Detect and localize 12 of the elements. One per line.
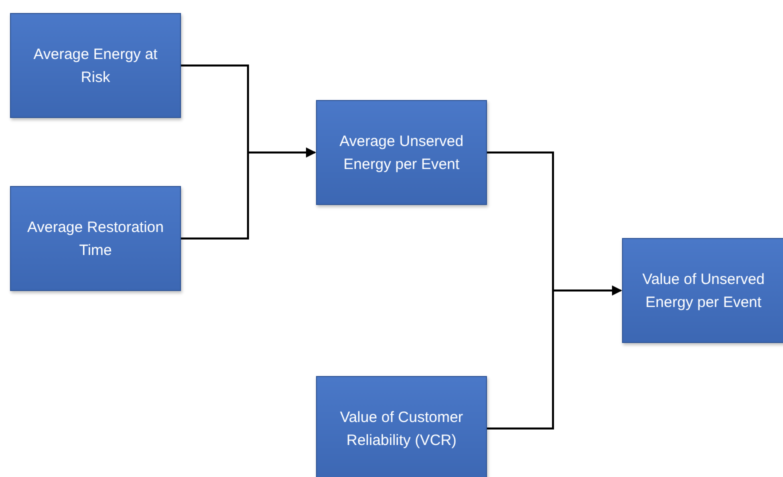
box-label: Average Energy at Risk [32,44,158,88]
process-box [316,100,487,205]
process-box [10,186,181,291]
box-label: Average Unserved Energy per Event [338,132,464,174]
box-label: Value of Customer Reliability (VCR) [338,408,464,450]
process-box [622,238,783,343]
box-label: Value of Unserved Energy per Event [641,270,766,312]
connector-arrow [181,148,316,240]
process-box [10,13,181,118]
connector-arrow [487,286,622,430]
box-label: Average Restoration Time [26,218,165,260]
process-box [316,376,487,477]
